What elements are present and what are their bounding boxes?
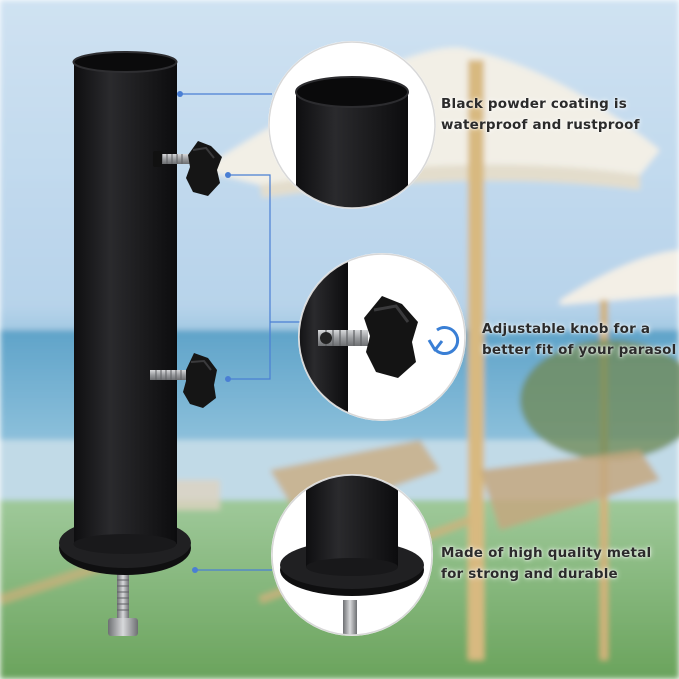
detail-circle-flange [271,474,433,636]
caption-line: Made of high quality metal [441,545,652,561]
feature-caption-coating: Black powder coating is waterproof and r… [441,94,640,136]
caption-line: better fit of your parasol [482,342,677,358]
detail-circle-knob [298,253,466,421]
rotate-arrow-icon [427,326,460,355]
caption-line: Black powder coating is [441,96,627,112]
umbrella-base-tube [59,51,222,636]
callout-lines [177,91,300,573]
feature-caption-metal: Made of high quality metal for strong an… [441,543,651,585]
detail-circle-tube-opening [268,41,436,209]
feature-caption-knob: Adjustable knob for a better fit of your… [482,319,676,361]
caption-line: Adjustable knob for a [482,321,651,337]
caption-line: for strong and durable [441,566,618,582]
caption-line: waterproof and rustproof [441,117,640,133]
